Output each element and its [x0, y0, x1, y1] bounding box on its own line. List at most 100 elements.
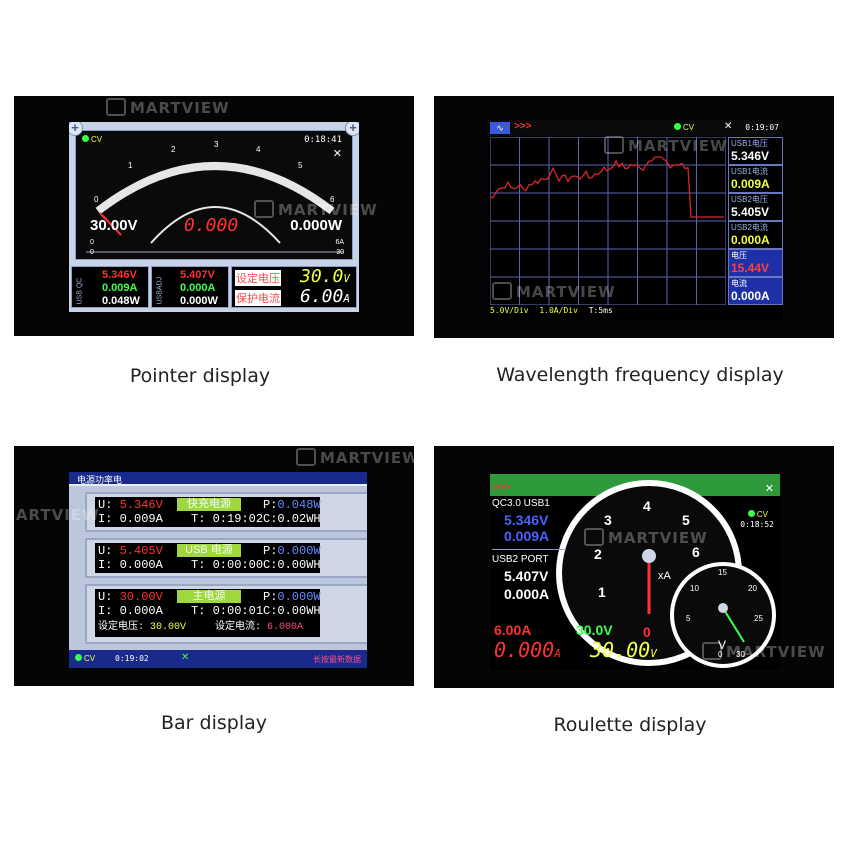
big-dial-5: 5: [682, 512, 690, 528]
scale-6: 6: [330, 195, 335, 204]
bar2-left: 0: [90, 249, 94, 256]
fan-icon: ✕: [181, 652, 190, 663]
scale-3: 3: [214, 140, 219, 149]
big-dial-4: 4: [643, 498, 651, 514]
big-dial-2: 2: [594, 546, 602, 562]
oscilloscope-plot: [490, 137, 726, 305]
add-button-right[interactable]: +: [345, 122, 359, 136]
pointer-screen: CV 0:18:41 ✕ 0 1 2 3 4 5 6 30.00V 0.000 …: [69, 122, 359, 312]
clock-text: 0:19:07: [745, 123, 779, 132]
small-dial-2: 10: [690, 584, 699, 593]
watermark-logo: MARTVIEW: [14, 506, 100, 524]
scale-5: 5: [298, 161, 303, 170]
add-button-left[interactable]: +: [69, 122, 83, 136]
cv-indicator: CV: [82, 135, 102, 144]
usb-adj-voltage: 5.407V: [180, 269, 215, 281]
set-voltage-value: 30.0V: [300, 266, 350, 287]
pointer-caption: Pointer display: [129, 365, 271, 387]
watermark-logo: MARTVIEW: [296, 448, 414, 467]
output-voltage: 30.00V: [590, 638, 657, 662]
roulette-screen: >>> 0 1 2 3 4 5 6 xA 0 5 10 15 20 25 30 …: [490, 474, 780, 670]
small-dial-5: 25: [754, 614, 763, 623]
amp-div: 1.0A/Div: [539, 306, 578, 315]
usb-qc-power: 0.048W: [102, 295, 140, 307]
pointer-display-panel: CV 0:18:41 ✕ 0 1 2 3 4 5 6 30.00V 0.000 …: [14, 96, 414, 336]
row-1-tag: 快充电源: [177, 498, 241, 511]
big-dial-0: 0: [643, 624, 651, 640]
usb-adj-box: USBADJ 5.407V 0.000A 0.000W: [151, 266, 229, 308]
usb-adj-current: 0.000A: [180, 282, 216, 294]
usb2-port-box: USB2 PORT 5.407V 0.000A: [492, 554, 550, 602]
bar-row-3: U: 30.00V I: 0.000A 主电源 T: 0:00:01 P:0.0…: [85, 584, 367, 644]
pointer-gauge: [86, 162, 344, 253]
big-dial-unit: xA: [658, 570, 671, 582]
usb-qc-box: USB QC 5.346V 0.009A 0.048W: [71, 266, 149, 308]
gauge-area: CV 0:18:41 ✕ 0 1 2 3 4 5 6 30.00V 0.000 …: [75, 130, 353, 260]
wave-caption: Wavelength frequency display: [496, 364, 784, 386]
power-readout: 0.000W: [290, 217, 342, 234]
fan-icon: ✕: [724, 121, 733, 132]
usb-qc-current: 0.009A: [102, 282, 138, 294]
usb-qc-voltage: 5.346V: [102, 269, 137, 281]
fan-icon: ✕: [332, 148, 342, 160]
watermark-logo: MARTVIEW: [254, 200, 378, 219]
small-dial-3: 15: [718, 568, 727, 577]
arrows-icon: >>>: [493, 482, 511, 493]
set-voltage: 30.0V: [576, 622, 613, 638]
roulette-caption: Roulette display: [553, 714, 707, 736]
small-dial-6: 30: [736, 650, 745, 659]
protect-current-label: 保护电流: [235, 290, 281, 306]
usb-qc-label: USB QC: [76, 277, 84, 305]
status-time: 0:19:02: [115, 654, 149, 663]
small-dial-0: 0: [718, 650, 723, 659]
row-2-tag: USB 电源: [177, 544, 241, 557]
scale-4: 4: [256, 145, 261, 154]
bar-row-1: U: 5.346V I: 0.009A 快充电源 T: 0:19:02 P:0.…: [85, 492, 367, 532]
watermark-logo: MARTVIEW: [604, 136, 728, 155]
watermark-logo: MARTVIEW: [106, 98, 230, 117]
small-dial-4: 20: [748, 584, 757, 593]
roulette-display-panel: >>> 0 1 2 3 4 5 6 xA 0 5 10 15 20 25 30 …: [434, 446, 834, 688]
big-dial-3: 3: [604, 512, 612, 528]
usb-adj-power: 0.000W: [180, 295, 218, 307]
bar-caption: Bar display: [161, 712, 267, 734]
bar2-right: 30: [336, 249, 344, 256]
set-current: 6.00A: [494, 622, 532, 638]
wave-bottom-bar: 5.0V/Div 1.0A/Div T:5ms: [490, 306, 780, 319]
watermark-logo: MARTVIEW: [584, 528, 708, 547]
cv-indicator: CV: [747, 510, 768, 519]
clock-text: 0:18:41: [304, 135, 342, 145]
usb-adj-label: USBADJ: [156, 276, 164, 305]
watermark-logo: MARTVIEW: [702, 642, 826, 661]
bar-display-panel: 电源功率电 U: 5.346V I: 0.009A 快充电源 T: 0:19:0…: [14, 446, 414, 686]
small-dial-unit: V: [718, 638, 727, 652]
arrows-icon: >>>: [514, 121, 532, 132]
clock-text: 0:18:52: [740, 520, 774, 529]
cv-indicator: CV: [674, 123, 694, 132]
bar-status-bar: CV 0:19:02 ✕ 长按最新数据: [69, 650, 367, 668]
wave-top-bar: ∿ >>> CV ✕ 0:19:07: [488, 120, 783, 136]
protect-current-value: 6.00A: [300, 286, 350, 307]
row-3-tag: 主电源: [177, 590, 241, 603]
volt-div: 5.0V/Div: [490, 306, 529, 315]
current-readout: 0.000: [184, 215, 239, 236]
watermark-logo: MARTVIEW: [492, 282, 616, 301]
fan-icon: ✕: [764, 483, 774, 495]
setpoint-box: 设定电压 30.0V 保护电流 6.00A: [231, 266, 357, 308]
bar1-left: 0: [90, 239, 94, 246]
big-dial-1: 1: [598, 584, 606, 600]
time-div: T:5ms: [588, 306, 613, 315]
output-current: 0.000A: [494, 638, 561, 662]
qc-port-box: QC3.0 USB1 5.346V 0.009A: [492, 498, 566, 550]
scale-1: 1: [128, 161, 133, 170]
wave-icon: ∿: [490, 122, 510, 134]
cv-indicator: CV: [75, 654, 95, 663]
scale-0: 0: [94, 195, 99, 204]
